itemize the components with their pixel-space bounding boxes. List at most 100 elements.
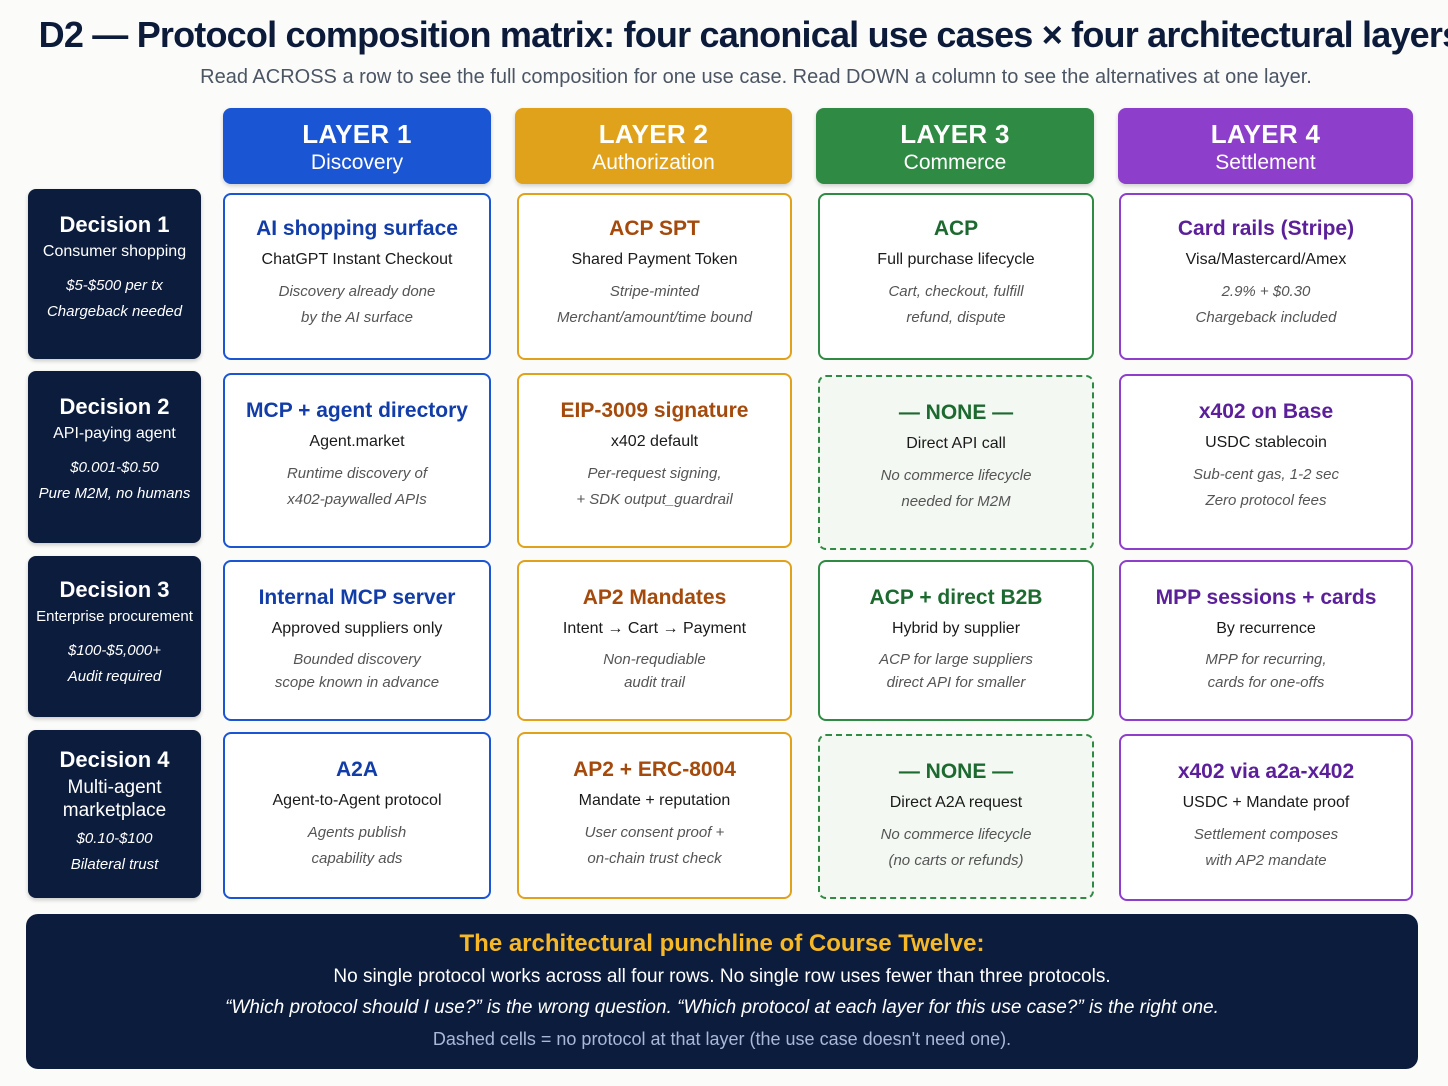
- cell-subtitle: Visa/Mastercard/Amex: [1185, 251, 1347, 268]
- cell-note-2: on-chain trust check: [587, 850, 722, 867]
- cell-note-1: No commerce lifecycle: [880, 467, 1032, 484]
- decision-title: Decision 3: [59, 577, 170, 602]
- cell-note-1: User consent proof +: [584, 824, 725, 841]
- cell-note-1: Settlement composes: [1193, 826, 1339, 843]
- decision-meta-2: Pure M2M, no humans: [38, 485, 191, 502]
- cell-title: x402 via a2a-x402: [1177, 760, 1355, 783]
- cell-note-1: Agents publish: [307, 824, 407, 841]
- punchline-title: The architectural punchline of Course Tw…: [459, 930, 985, 957]
- layer-label: LAYER 4: [1210, 119, 1321, 149]
- cell-subtitle: USDC + Mandate proof: [1182, 794, 1350, 811]
- cell-title: A2A: [335, 758, 378, 781]
- cell-note-1: Sub-cent gas, 1-2 sec: [1193, 466, 1339, 483]
- cell-note-1: Stripe-minted: [609, 283, 700, 300]
- cell-note-2: direct API for smaller: [886, 674, 1026, 691]
- layer-header-4: LAYER 4 Settlement: [1118, 108, 1413, 184]
- cell-d4-layer1: A2A Agent-to-Agent protocol Agents publi…: [223, 732, 491, 899]
- cell-note-2: audit trail: [624, 674, 685, 691]
- cell-subtitle: Direct A2A request: [889, 794, 1023, 811]
- cell-note-2: Merchant/amount/time bound: [556, 309, 753, 326]
- decision-subtitle: API-paying agent: [53, 425, 176, 442]
- cell-title: ACP + direct B2B: [869, 586, 1043, 609]
- decision-title: Decision 1: [59, 212, 170, 237]
- cell-note-1: Non-requdiable: [603, 651, 706, 668]
- decision-label-2: Decision 2 API-paying agent $0.001-$0.50…: [28, 371, 201, 543]
- page-subtitle: Read ACROSS a row to see the full compos…: [200, 66, 1312, 88]
- cell-title: MCP + agent directory: [246, 399, 468, 422]
- decision-subtitle: Enterprise procurement: [36, 608, 193, 625]
- cell-d4-layer2: AP2 + ERC-8004 Mandate + reputation User…: [517, 732, 792, 899]
- cell-title: AP2 + ERC-8004: [573, 758, 736, 781]
- cell-d4-layer3: — NONE — Direct A2A request No commerce …: [818, 734, 1094, 899]
- decision-subtitle: Consumer shopping: [42, 243, 187, 260]
- dashed-cells-legend: Dashed cells = no protocol at that layer…: [432, 1029, 1012, 1049]
- decision-meta-2: Bilateral trust: [70, 856, 159, 873]
- decision-title: Decision 2: [59, 394, 170, 419]
- cell-note-2: with AP2 mandate: [1205, 852, 1327, 869]
- cell-note-2: capability ads: [311, 850, 403, 867]
- cell-note-2: (no carts or refunds): [888, 852, 1024, 869]
- decision-subtitle: Multi-agent marketplace: [62, 777, 167, 821]
- layer-header-1: LAYER 1 Discovery: [223, 108, 491, 184]
- cell-note-2: + SDK output_guardrail: [576, 491, 733, 508]
- cell-title: x402 on Base: [1198, 400, 1334, 423]
- layer-name: Settlement: [1215, 151, 1316, 174]
- cell-note-2: Chargeback included: [1195, 309, 1337, 326]
- page-title: D2 — Protocol composition matrix: four c…: [38, 14, 1448, 55]
- cell-note-1: MPP for recurring,: [1205, 651, 1327, 668]
- decision-label-1: Decision 1 Consumer shopping $5-$500 per…: [28, 189, 201, 359]
- cell-note-2: by the AI surface: [300, 309, 413, 326]
- layer-label: LAYER 2: [598, 119, 709, 149]
- cell-d2-layer3: — NONE — Direct API call No commerce lif…: [818, 375, 1094, 550]
- cell-note-1: Discovery already done: [278, 283, 436, 300]
- cell-title: AP2 Mandates: [582, 586, 727, 609]
- decision-label-3: Decision 3 Enterprise procurement $100-$…: [28, 556, 201, 717]
- cell-d3-layer3: ACP + direct B2B Hybrid by supplier ACP …: [818, 560, 1094, 721]
- cell-title: ACP: [933, 217, 979, 240]
- cell-subtitle: Hybrid by supplier: [891, 620, 1021, 637]
- cell-note-1: ACP for large suppliers: [879, 651, 1033, 668]
- cell-subtitle: Agent.market: [309, 433, 405, 450]
- cell-subtitle: By recurrence: [1216, 620, 1316, 637]
- decision-meta-1: $0.001-$0.50: [70, 459, 159, 476]
- cell-d2-layer2: EIP-3009 signature x402 default Per-requ…: [517, 373, 792, 548]
- cell-subtitle: Approved suppliers only: [271, 620, 443, 637]
- layer-name: Commerce: [903, 151, 1007, 174]
- cell-note-2: needed for M2M: [901, 493, 1011, 510]
- cell-d1-layer2: ACP SPT Shared Payment Token Stripe-mint…: [517, 193, 792, 360]
- cell-note-1: Bounded discovery: [293, 651, 421, 668]
- cell-note-2: Zero protocol fees: [1205, 492, 1327, 509]
- cell-d1-layer1: AI shopping surface ChatGPT Instant Chec…: [223, 193, 491, 360]
- cell-note-2: cards for one-offs: [1207, 674, 1325, 691]
- cell-title: ACP SPT: [609, 217, 700, 240]
- cell-d4-layer4: x402 via a2a-x402 USDC + Mandate proof S…: [1119, 734, 1413, 901]
- layer-label: LAYER 1: [302, 119, 412, 149]
- cell-d3-layer2: AP2 Mandates Intent → Cart → Payment Non…: [517, 560, 792, 721]
- cell-title: Card rails (Stripe): [1177, 217, 1355, 240]
- punchline-panel: The architectural punchline of Course Tw…: [26, 914, 1418, 1069]
- cell-note-2: x402-paywalled APIs: [287, 491, 427, 508]
- decision-meta-1: $0.10-$100: [76, 830, 153, 847]
- cell-d3-layer4: MPP sessions + cards By recurrence MPP f…: [1119, 560, 1413, 721]
- decision-meta-2: Audit required: [67, 668, 162, 685]
- punchline-line-2: “Which protocol should I use?” is the wr…: [225, 997, 1219, 1018]
- cell-note-2: scope known in advance: [274, 674, 440, 691]
- cell-subtitle: Agent-to-Agent protocol: [272, 792, 442, 809]
- cell-subtitle: Mandate + reputation: [578, 792, 731, 809]
- cell-d1-layer4: Card rails (Stripe) Visa/Mastercard/Amex…: [1119, 193, 1413, 360]
- decision-meta-2: Chargeback needed: [46, 303, 183, 320]
- punchline-line-1: No single protocol works across all four…: [333, 966, 1111, 987]
- cell-note-1: Per-request signing,: [587, 465, 722, 482]
- decision-label-4: Decision 4 Multi-agent marketplace $0.10…: [28, 730, 201, 898]
- cell-title: MPP sessions + cards: [1155, 586, 1377, 609]
- layer-header-2: LAYER 2 Authorization: [515, 108, 792, 184]
- decision-meta-1: $5-$500 per tx: [66, 277, 163, 294]
- cell-title: AI shopping surface: [256, 217, 458, 240]
- cell-subtitle: Direct API call: [906, 435, 1006, 452]
- decision-title: Decision 4: [59, 747, 170, 772]
- cell-subtitle: ChatGPT Instant Checkout: [261, 251, 453, 268]
- layer-name: Discovery: [310, 151, 404, 174]
- cell-d1-layer3: ACP Full purchase lifecycle Cart, checko…: [818, 193, 1094, 360]
- cell-title: EIP-3009 signature: [560, 399, 749, 422]
- cell-subtitle: USDC stablecoin: [1205, 434, 1327, 451]
